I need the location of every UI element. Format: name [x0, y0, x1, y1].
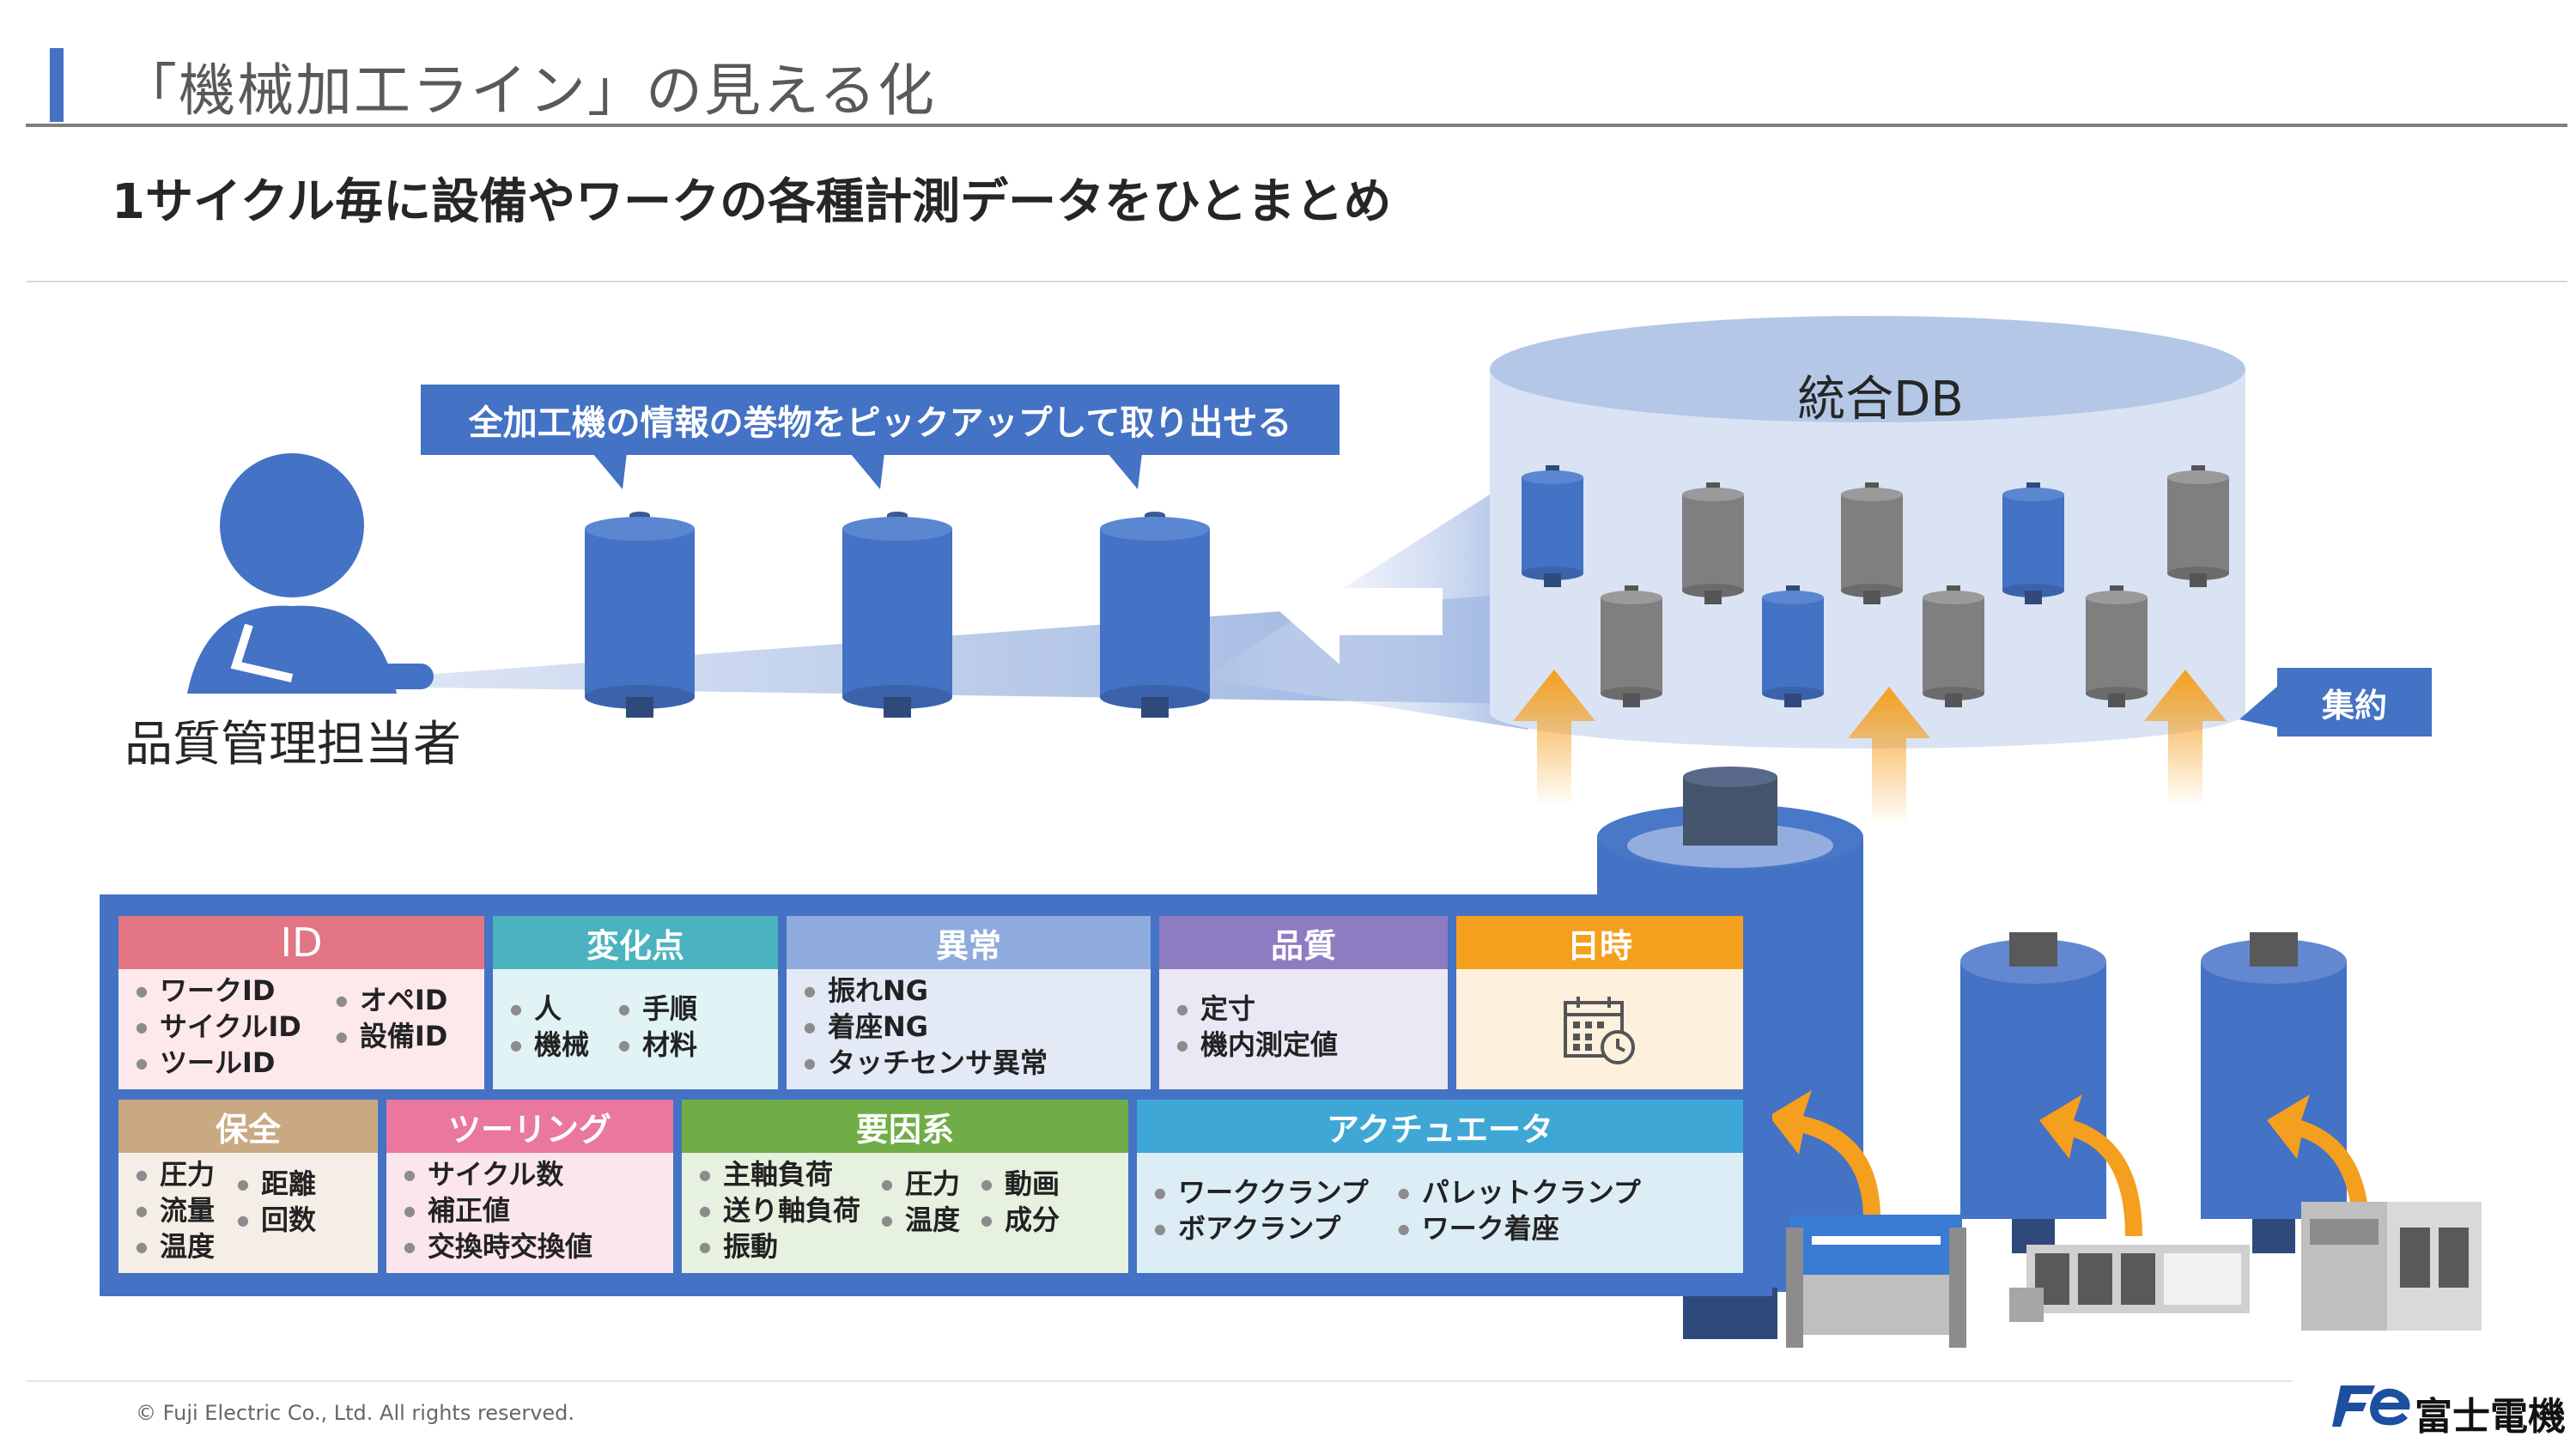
operator-label: 品質管理担当者 [125, 717, 461, 773]
fuji-electric-logo [2332, 1385, 2410, 1427]
list-item: 振れNG [804, 975, 1048, 1011]
list-item: タッチセンサ異常 [804, 1047, 1048, 1083]
category-header: 保全 [118, 1100, 378, 1153]
title-divider [26, 124, 2567, 127]
database-label: 統合DB [1797, 372, 1964, 427]
press-brake-machine [1786, 1215, 1966, 1348]
list-item: 主軸負荷 [699, 1159, 860, 1195]
list-item: サイクル数 [404, 1159, 592, 1195]
machining-center [2301, 1202, 2482, 1331]
category-datetime: 日時 [1456, 916, 1743, 1089]
category-actuator: アクチュエータ ワーククランプ ボアクランプ パレットクランプ ワーク着座 [1137, 1100, 1743, 1273]
list-item: 人 [510, 993, 589, 1029]
subtitle: 1サイクル毎に設備やワークの各種計測データをひとまとめ [112, 174, 1392, 230]
page-title: 「機械加工ライン」の見える化 [120, 58, 937, 124]
category-header: 品質 [1159, 916, 1448, 969]
list-item: 振動 [699, 1231, 860, 1267]
person-icon [187, 453, 434, 694]
copyright-text: © Fuji Electric Co., Ltd. All rights res… [136, 1401, 575, 1425]
category-id: ID ワークID サイクルID ツールID オペID 設備ID [118, 916, 484, 1089]
list-item: 材料 [618, 1029, 697, 1065]
list-item: 機内測定値 [1176, 1029, 1338, 1065]
list-item: 温度 [881, 1204, 960, 1240]
list-item: 着座NG [804, 1011, 1048, 1047]
category-tooling: ツーリング サイクル数 補正値 交換時交換値 [386, 1100, 673, 1273]
list-item: パレットクランプ [1398, 1177, 1641, 1213]
list-item: 温度 [136, 1231, 215, 1267]
list-item: 成分 [981, 1204, 1060, 1240]
category-factors: 要因系 主軸負荷 送り軸負荷 振動 圧力 温度 動画 成分 [682, 1100, 1128, 1273]
list-item: 交換時交換値 [404, 1231, 592, 1267]
list-item: 送り軸負荷 [699, 1195, 860, 1231]
transfer-line-machine [2009, 1245, 2250, 1322]
subtitle-divider [26, 281, 2567, 282]
list-item: オペID [336, 985, 447, 1021]
list-item: 機械 [510, 1029, 589, 1065]
category-header: ツーリング [386, 1100, 673, 1153]
pickup-callout: 全加工機の情報の巻物をピックアップして取り出せる [421, 385, 1340, 455]
list-item: ワーククランプ [1154, 1177, 1369, 1213]
list-item: 手順 [618, 993, 697, 1029]
aggregate-label: 集約 [2277, 668, 2432, 737]
list-item: 流量 [136, 1195, 215, 1231]
category-maintenance: 保全 圧力 流量 温度 距離 回数 [118, 1100, 378, 1273]
list-item: 回数 [237, 1204, 316, 1240]
list-item: 圧力 [881, 1168, 960, 1204]
category-header: 要因系 [682, 1100, 1128, 1153]
list-item: サイクルID [136, 1011, 301, 1047]
list-item: ツールID [136, 1047, 301, 1083]
company-name: 富士電機 [2415, 1395, 2566, 1439]
list-item: 圧力 [136, 1159, 215, 1195]
list-item: ボアクランプ [1154, 1213, 1369, 1249]
list-item: ワーク着座 [1398, 1213, 1641, 1249]
category-header: 変化点 [493, 916, 778, 969]
list-item: ワークID [136, 975, 301, 1011]
aggregate-pointer [2239, 685, 2279, 728]
category-header: ID [118, 916, 484, 969]
category-change-points: 変化点 人 機械 手順 材料 [493, 916, 778, 1089]
category-header: 異常 [787, 916, 1151, 969]
list-item: 補正値 [404, 1195, 592, 1231]
category-quality: 品質 定寸 機内測定値 [1159, 916, 1448, 1089]
calendar-clock-icon [1564, 997, 1635, 1064]
category-header: 日時 [1456, 916, 1743, 969]
title-accent-bar [50, 48, 64, 122]
list-item: 定寸 [1176, 993, 1338, 1029]
list-item: 距離 [237, 1168, 316, 1204]
list-item: 設備ID [336, 1021, 447, 1057]
category-header: アクチュエータ [1137, 1100, 1743, 1153]
footer-divider [26, 1380, 2293, 1382]
category-abnormal: 異常 振れNG 着座NG タッチセンサ異常 [787, 916, 1151, 1089]
list-item: 動画 [981, 1168, 1060, 1204]
